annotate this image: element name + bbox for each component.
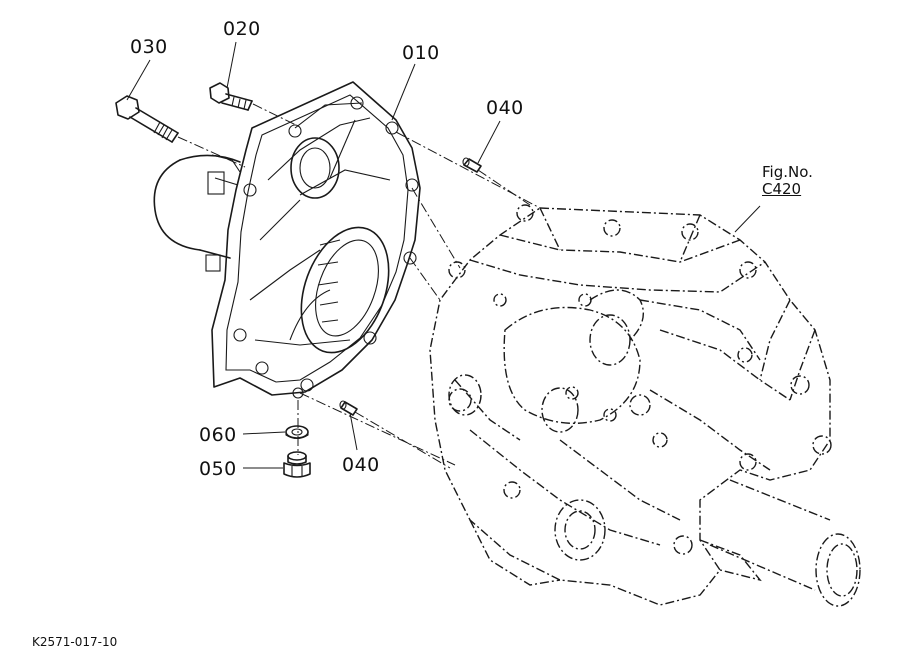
part-label-040-lower[interactable]: 040: [342, 454, 380, 476]
part-label-020[interactable]: 020: [223, 18, 261, 40]
washer-060-drawing: [285, 425, 309, 440]
figure-reference-title: Fig.No.: [762, 163, 813, 181]
plug-050-drawing: [283, 451, 311, 478]
transmission-case: [429, 204, 861, 607]
transmission-cover: [153, 81, 421, 399]
part-label-030[interactable]: 030: [130, 36, 168, 58]
bolt-030-drawing: [115, 95, 179, 143]
leader-lines: [126, 41, 761, 469]
part-label-060[interactable]: 060: [199, 424, 237, 446]
part-label-040-upper[interactable]: 040: [486, 97, 524, 119]
pin-040-upper-drawing: [462, 157, 482, 173]
part-label-050[interactable]: 050: [199, 458, 237, 480]
figure-reference[interactable]: Fig.No. C420: [762, 163, 813, 199]
drawing-code: K2571-017-10: [32, 635, 118, 649]
bolt-020-drawing: [209, 82, 253, 111]
pin-040-lower-drawing: [339, 400, 358, 416]
figure-reference-number: C420: [762, 180, 802, 199]
part-label-010[interactable]: 010: [402, 42, 440, 64]
